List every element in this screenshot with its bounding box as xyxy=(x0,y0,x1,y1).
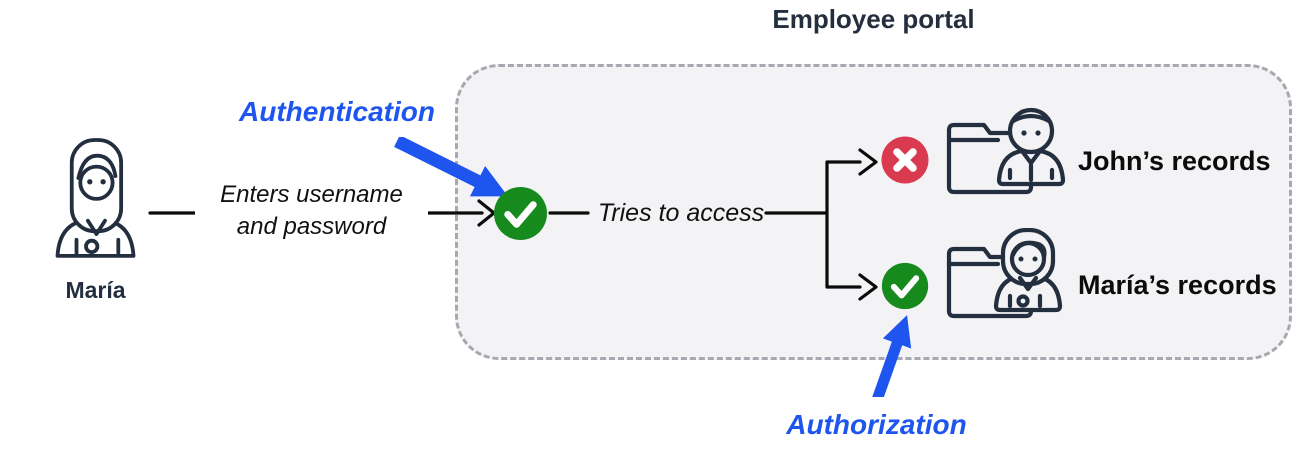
folder-woman-icon xyxy=(946,228,1063,319)
check-icon xyxy=(881,262,929,310)
portal-title: Employee portal xyxy=(772,4,975,34)
john-records-label: John’s records xyxy=(1078,146,1271,176)
actor-name: María xyxy=(65,277,126,303)
enters-credentials-label: Enters username and password xyxy=(195,172,428,249)
check-icon xyxy=(493,186,548,241)
authorization-arrow xyxy=(871,315,912,402)
authorization-label: Authorization xyxy=(772,397,981,452)
authentication-arrow xyxy=(394,135,508,197)
cross-icon xyxy=(881,136,929,184)
folder-man-icon xyxy=(946,107,1066,195)
tries-to-access-label: Tries to access xyxy=(597,198,765,227)
employee-portal-container xyxy=(455,64,1292,360)
authentication-label: Authentication xyxy=(228,87,446,137)
maria-records-label: María’s records xyxy=(1078,270,1277,300)
woman-user-icon xyxy=(55,138,136,258)
